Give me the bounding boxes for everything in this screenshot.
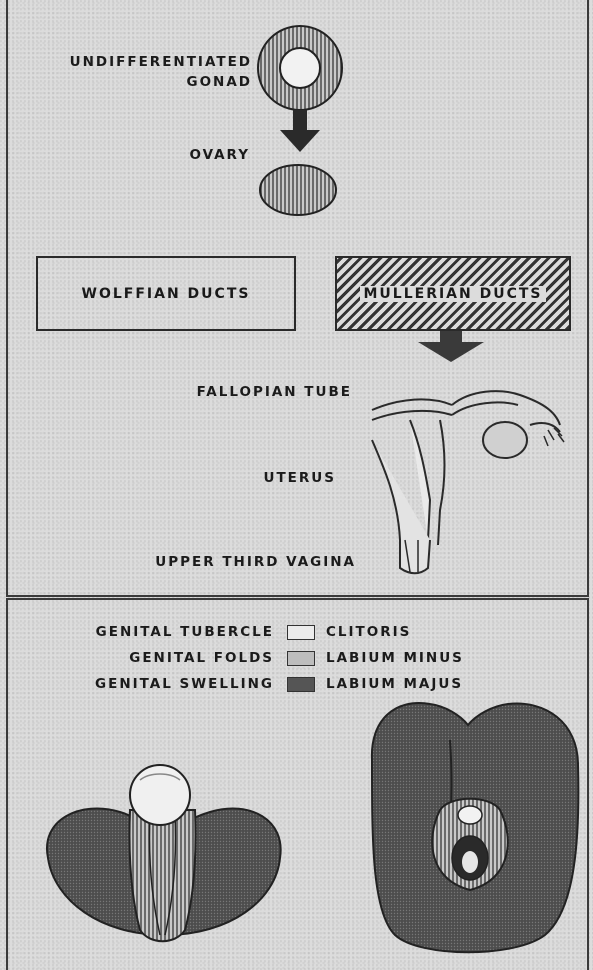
undifferentiated-gonad-ring (258, 26, 342, 110)
mullerian-arrow (418, 331, 484, 362)
female-external-genitalia (372, 703, 578, 952)
ovary-shape (260, 165, 336, 215)
undifferentiated-external-genitalia (47, 765, 281, 941)
uterus-illustration (372, 391, 564, 573)
gonad-to-ovary-arrow (280, 110, 320, 152)
